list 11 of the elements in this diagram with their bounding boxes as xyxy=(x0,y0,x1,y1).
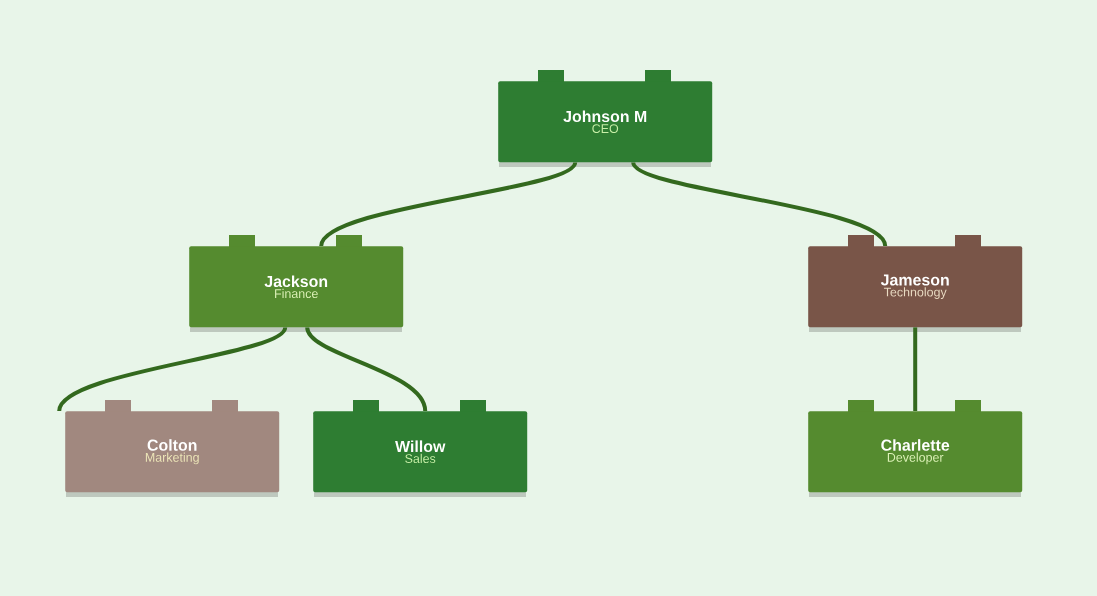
org-box: Colton Marketing xyxy=(65,400,280,497)
org-box: Jameson Technology xyxy=(808,235,1023,332)
org-box: Johnson M CEO xyxy=(498,70,713,167)
connector-line xyxy=(57,326,287,412)
connector-line xyxy=(319,161,577,247)
org-box: Jackson Finance xyxy=(189,235,404,332)
org-box: Willow Sales xyxy=(313,400,528,497)
connector-line xyxy=(305,326,428,412)
org-box: Charlette Developer xyxy=(808,400,1023,497)
connector-line xyxy=(913,327,918,411)
connector-line xyxy=(631,161,887,247)
